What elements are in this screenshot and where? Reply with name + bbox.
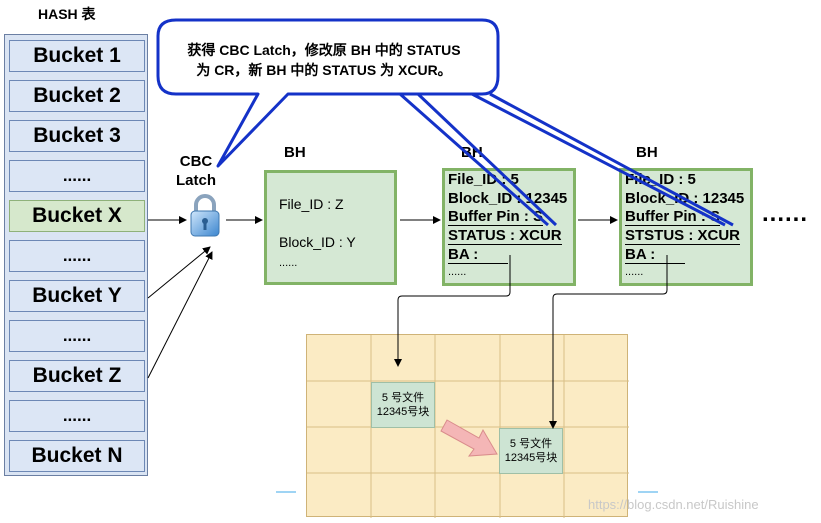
bucket-x[interactable]: Bucket X [9, 200, 145, 232]
lock-icon [190, 194, 220, 237]
bh-buffer-pin: Buffer Pin : S [625, 208, 721, 226]
block-file-label: 5 号文件 [509, 438, 553, 450]
bh-ba: BA : [448, 246, 508, 264]
bh-label-3: BH [636, 144, 658, 161]
bucket-ellipsis: ...... [9, 160, 145, 192]
bh-label-1: BH [284, 144, 306, 161]
bh-file-id: File_ID : Z [279, 196, 344, 212]
buffer-header-2[interactable]: File_ID : 5 Block_ID : 12345 Buffer Pin … [442, 168, 576, 286]
bh-block-id: Block_ID : Y [279, 234, 356, 250]
bucket-z[interactable]: Bucket Z [9, 360, 145, 392]
bucket-ellipsis: ...... [9, 320, 145, 352]
block-id-label: 12345号块 [376, 406, 430, 418]
callout-line2: 为 CR，新 BH 中的 STATUS 为 XCUR。 [196, 62, 452, 78]
bh-more: ...... [448, 266, 467, 278]
cbc-latch-label: CBC Latch [176, 152, 216, 190]
more-headers-ellipsis: ...... [762, 200, 809, 227]
callout-text: 获得 CBC Latch，修改原 BH 中的 STATUS 为 CR，新 BH … [164, 40, 484, 80]
bucket-3[interactable]: Bucket 3 [9, 120, 145, 152]
block-file-label: 5 号文件 [381, 392, 425, 404]
bucket-n[interactable]: Bucket N [9, 440, 145, 472]
data-block-new[interactable]: 5 号文件 12345号块 [499, 428, 563, 474]
bucket-2[interactable]: Bucket 2 [9, 80, 145, 112]
bh-more: ...... [279, 257, 298, 269]
bucket-y[interactable]: Bucket Y [9, 280, 145, 312]
cbc-latch-line1: CBC [179, 153, 213, 170]
watermark: https://blog.csdn.net/Ruishine [588, 497, 759, 512]
cbc-latch-line2: Latch [176, 172, 217, 189]
bh-block-id: Block_ID : 12345 [448, 190, 568, 207]
data-block-old[interactable]: 5 号文件 12345号块 [371, 382, 435, 428]
bh-status: STSTUS : XCUR [625, 227, 741, 245]
callout-line1: 获得 CBC Latch，修改原 BH 中的 STATUS [187, 42, 461, 58]
block-id-label: 12345号块 [504, 452, 558, 464]
buffer-cache-grid [306, 334, 629, 518]
hash-table: Bucket 1 Bucket 2 Bucket 3 ...... Bucket… [4, 34, 148, 476]
bh-buffer-pin: Buffer Pin : S [448, 208, 544, 226]
bucket-1[interactable]: Bucket 1 [9, 40, 145, 72]
hash-table-title: HASH 表 [38, 6, 96, 22]
bh-status: STATUS : XCUR [448, 227, 562, 245]
bucket-ellipsis: ...... [9, 240, 145, 272]
buffer-header-1[interactable]: File_ID : Z Block_ID : Y ...... [264, 170, 397, 285]
bh-more: ...... [625, 266, 644, 278]
bucket-ellipsis: ...... [9, 400, 145, 432]
bh-ba: BA : [625, 246, 685, 264]
